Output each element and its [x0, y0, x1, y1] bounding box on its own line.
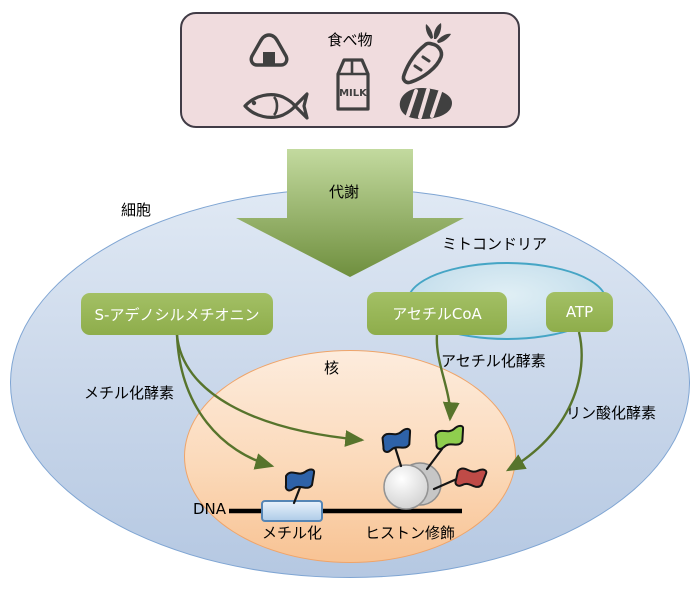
acetylation-enzyme-label: アセチル化酵素: [441, 352, 546, 370]
fish-icon: [243, 92, 309, 120]
atp-box: ATP: [546, 292, 613, 332]
methylation-label: メチル化: [262, 524, 323, 542]
mitochondria-label: ミトコンドリア: [442, 235, 548, 253]
metabolism-arrow: [236, 149, 464, 277]
food-box: 食べ物 MILK: [180, 12, 520, 128]
sam-box: S-アデノシルメチオニン: [81, 293, 273, 335]
carrot-icon: [401, 23, 451, 85]
dna-label: DNA: [193, 500, 227, 518]
cell-label: 細胞: [121, 201, 152, 219]
methylation-enzyme-label: メチル化酵素: [84, 384, 175, 402]
nucleus-ellipse: [184, 350, 516, 563]
histone-modification-label: ヒストン修飾: [365, 524, 456, 542]
food-box-title: 食べ物: [327, 31, 373, 49]
milk-carton-icon: MILK: [336, 58, 370, 111]
nucleus-label: 核: [324, 359, 340, 377]
steak-icon: [399, 88, 452, 119]
onigiri-icon: [249, 33, 289, 67]
metabolism-label: 代謝: [329, 183, 360, 201]
acetylcoa-box: アセチルCoA: [367, 292, 507, 335]
phosphorylation-enzyme-label: リン酸化酵素: [566, 404, 657, 422]
milk-label: MILK: [339, 88, 368, 99]
